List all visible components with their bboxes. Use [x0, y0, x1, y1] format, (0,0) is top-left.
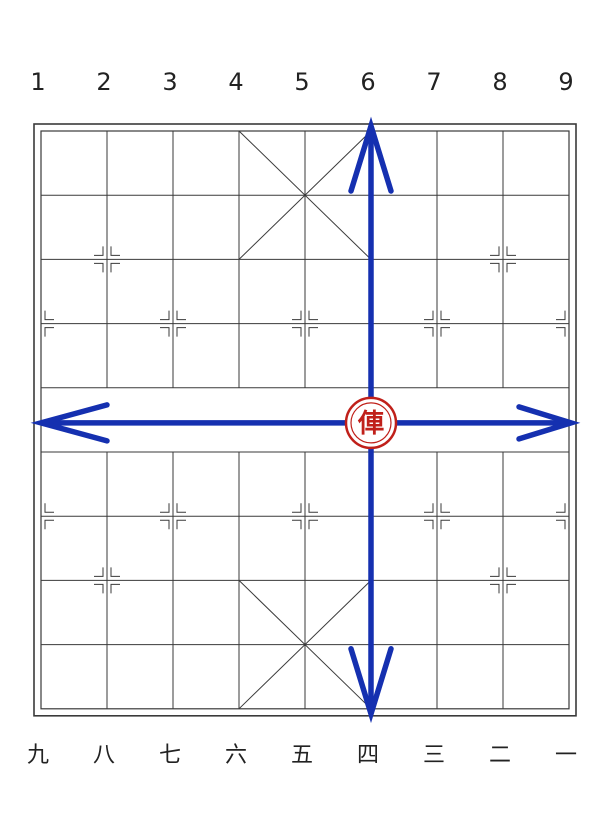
file-number-label: 9 — [558, 68, 574, 96]
arrowhead-right — [516, 404, 581, 442]
position-marker — [292, 519, 302, 530]
position-marker — [506, 567, 516, 577]
position-marker — [424, 327, 434, 337]
position-marker — [110, 583, 120, 594]
position-marker — [556, 327, 566, 337]
position-marker — [506, 583, 516, 594]
position-marker — [490, 583, 500, 594]
arrowhead-up — [348, 116, 394, 194]
red-chariot-piece-glyph: 俥 — [357, 409, 384, 439]
position-marker — [292, 310, 302, 321]
position-marker — [490, 567, 500, 577]
position-marker — [44, 310, 54, 321]
position-marker — [94, 583, 104, 594]
position-marker — [94, 262, 104, 273]
file-chinese-numeral-label: 九 — [26, 743, 49, 768]
position-marker — [292, 327, 302, 337]
file-chinese-numeral-label: 二 — [488, 743, 511, 768]
file-number-label: 3 — [162, 68, 178, 96]
position-marker — [110, 567, 120, 577]
position-marker — [110, 246, 120, 256]
position-marker — [506, 246, 516, 256]
position-marker — [424, 519, 434, 530]
position-marker — [160, 503, 170, 513]
position-marker — [506, 262, 516, 273]
piece-outer-ring — [344, 396, 398, 450]
position-marker — [44, 519, 54, 530]
position-marker — [176, 327, 186, 337]
position-marker — [424, 310, 434, 321]
position-marker — [176, 310, 186, 321]
piece-inner-ring — [350, 402, 392, 444]
file-number-label: 8 — [492, 68, 508, 96]
file-chinese-numeral-label: 四 — [356, 743, 379, 768]
position-marker — [110, 262, 120, 273]
position-marker — [490, 246, 500, 256]
file-number-label: 2 — [96, 68, 112, 96]
position-marker — [160, 327, 170, 337]
position-marker — [160, 519, 170, 530]
position-marker — [44, 503, 54, 513]
file-chinese-numeral-label: 六 — [224, 743, 247, 768]
arrowhead-left — [30, 402, 110, 444]
position-marker — [308, 327, 318, 337]
position-marker — [556, 310, 566, 321]
file-number-label: 4 — [228, 68, 244, 96]
position-marker — [94, 246, 104, 256]
file-chinese-numeral-label: 七 — [158, 743, 181, 768]
position-marker — [44, 327, 54, 337]
position-marker — [176, 519, 186, 530]
palace-diagonal-bottom — [238, 580, 372, 710]
file-number-label: 1 — [30, 68, 46, 96]
position-marker — [308, 519, 318, 530]
position-marker — [424, 503, 434, 513]
file-chinese-numeral-label: 八 — [92, 743, 115, 768]
position-marker — [160, 310, 170, 321]
file-chinese-numeral-label: 三 — [422, 743, 445, 768]
file-chinese-numeral-label: 五 — [290, 743, 313, 768]
position-marker — [440, 503, 450, 513]
position-marker — [556, 503, 566, 513]
arrowhead-down — [348, 646, 394, 724]
position-marker — [94, 567, 104, 577]
file-number-label: 7 — [426, 68, 442, 96]
position-marker — [556, 519, 566, 530]
file-number-label: 6 — [360, 68, 376, 96]
file-chinese-numeral-label: 一 — [554, 743, 577, 768]
position-marker — [440, 327, 450, 337]
position-marker — [176, 503, 186, 513]
position-marker — [490, 262, 500, 273]
file-number-label: 5 — [294, 68, 310, 96]
position-marker — [440, 310, 450, 321]
position-marker — [308, 310, 318, 321]
position-marker — [440, 519, 450, 530]
board-outer-frame — [33, 123, 577, 717]
palace-diagonal-top — [238, 130, 372, 260]
position-marker — [292, 503, 302, 513]
position-marker — [308, 503, 318, 513]
